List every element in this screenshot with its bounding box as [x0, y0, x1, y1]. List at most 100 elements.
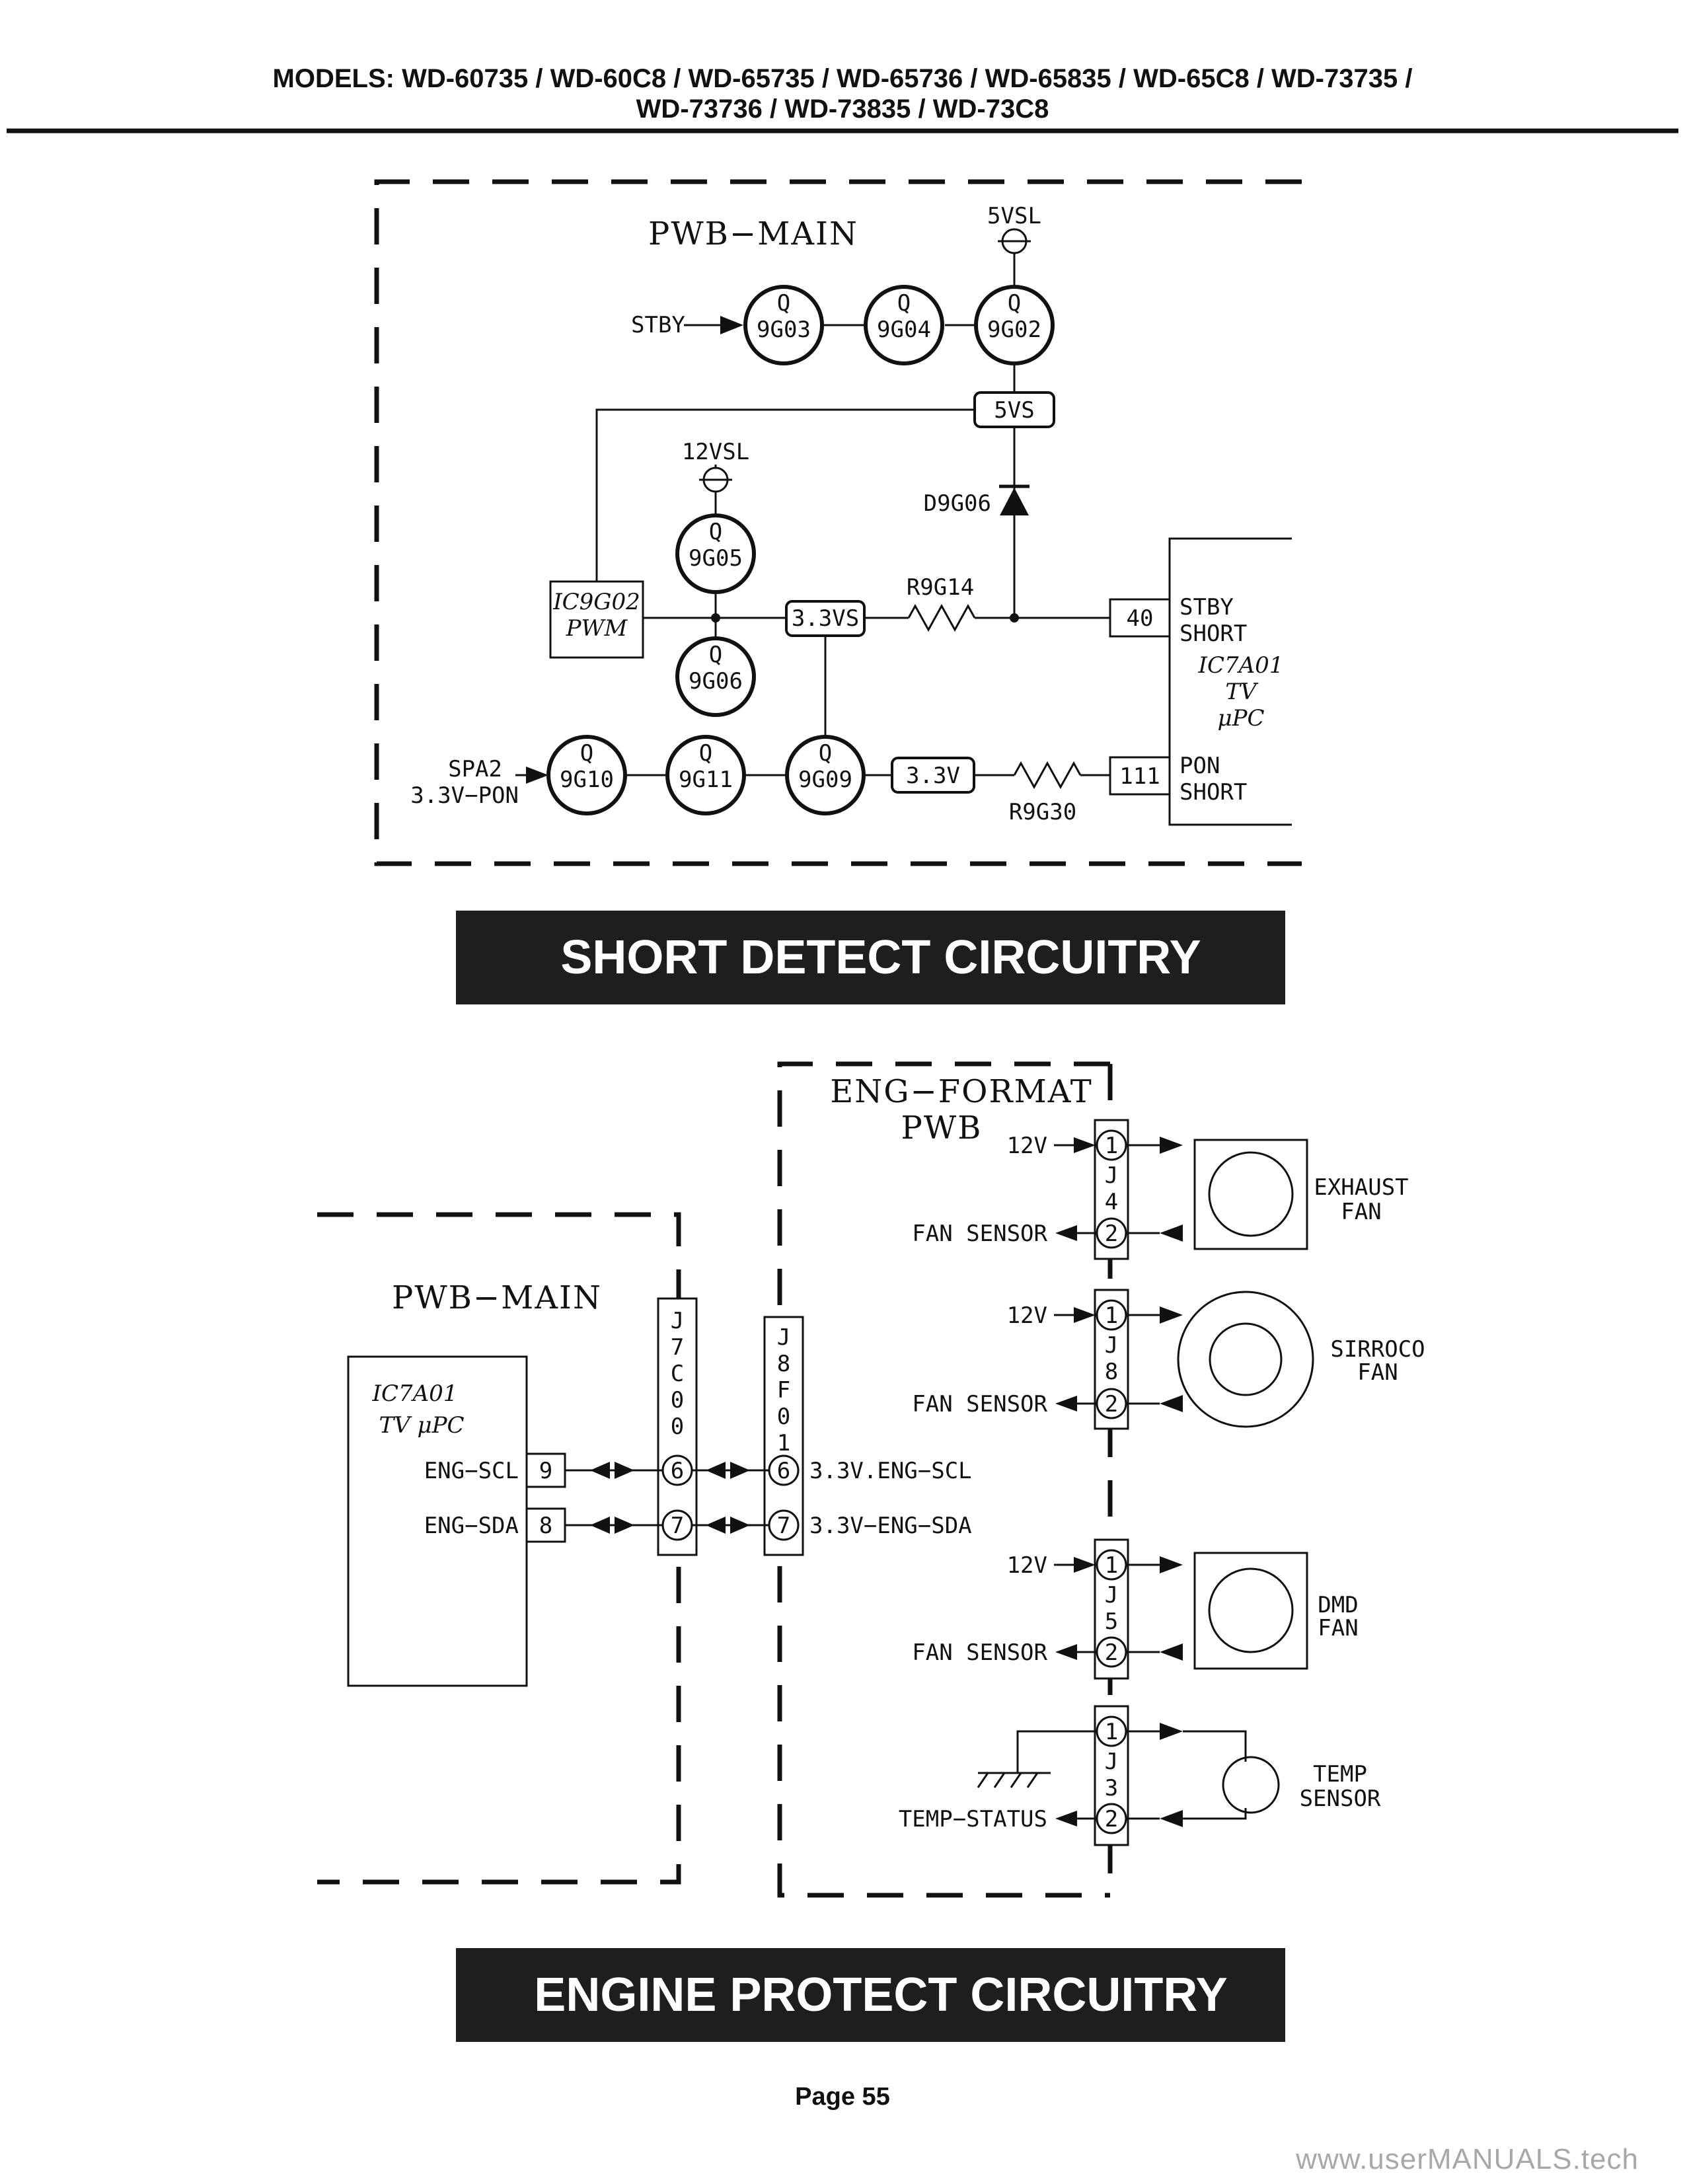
- supply-12vsl-symbol: [699, 465, 732, 515]
- j5-sensor-arrow-icon: [1055, 1644, 1077, 1660]
- transistor-q9g09: Q 9G09: [785, 735, 866, 815]
- j7c00-pin-6-label: 6: [671, 1458, 684, 1484]
- j5-fan-sensor-label: FAN SENSOR: [912, 1639, 1047, 1666]
- models-line-2: WD-73736 / WD-73835 / WD-73C8: [636, 94, 1049, 124]
- dmd-fan-label-2: FAN: [1318, 1615, 1358, 1641]
- pwb-main-dashed-border: [374, 179, 1302, 866]
- j8-in-arrow-icon: [1160, 1395, 1183, 1412]
- bus-scl-bidirectional-arrows: [565, 1462, 769, 1479]
- temp-sensor-icon: [1222, 1756, 1280, 1814]
- ic9g02-pwm-box: [549, 580, 644, 659]
- j8f01-letter: 8: [777, 1351, 790, 1377]
- rail-33v-label: 3.3V: [906, 763, 960, 789]
- svg-text:Q: Q: [699, 740, 712, 767]
- svg-text:9G11: 9G11: [679, 767, 733, 793]
- j4-fan-sensor-label: FAN SENSOR: [912, 1221, 1047, 1247]
- eng-format-pwb-label: PWB: [901, 1110, 983, 1147]
- j5-pin-1-label: 1: [1105, 1552, 1118, 1579]
- j8-pin-1-label: 1: [1105, 1302, 1118, 1329]
- short-detect-title: SHORT DETECT CIRCUITRY: [560, 931, 1201, 984]
- spa2-label: SPA2: [448, 756, 502, 782]
- j4-sensor-arrow-icon: [1055, 1225, 1077, 1241]
- stby-short-line2: SHORT: [1180, 621, 1247, 647]
- j7c00-letter: C: [671, 1361, 684, 1387]
- svg-text:9G02: 9G02: [987, 317, 1041, 343]
- j8f01-letter: 0: [777, 1404, 790, 1430]
- bus-sda-bidirectional-arrows: [565, 1517, 769, 1534]
- j3-letter: 3: [1105, 1775, 1118, 1801]
- stby-short-line1: STBY: [1180, 594, 1234, 621]
- svg-text:9G04: 9G04: [877, 317, 931, 343]
- svg-text:9G06: 9G06: [689, 668, 743, 695]
- ic7a01-tv-upc-label: TV μPC: [379, 1412, 464, 1439]
- supply-12vsl-label: 12VSL: [682, 439, 749, 465]
- stby-arrow-icon: [720, 316, 743, 334]
- j4-pin-1-label: 1: [1105, 1133, 1118, 1159]
- j8f01-letter: J: [777, 1324, 790, 1351]
- j3-letter: J: [1105, 1749, 1118, 1775]
- short-detect-banner: [456, 911, 1285, 1004]
- sirroco-fan-label-2: FAN: [1357, 1359, 1398, 1386]
- diode-d9g06-icon: [999, 484, 1030, 515]
- ic7a01-upc-label: μPC: [1218, 705, 1265, 732]
- j7c00-letter: 7: [671, 1334, 684, 1361]
- transistor-q9g03: Q 9G03: [743, 285, 824, 365]
- j8-pin-2-label: 2: [1105, 1391, 1118, 1417]
- ic7a01-box: [347, 1355, 528, 1687]
- svg-text:Q: Q: [1008, 290, 1021, 317]
- temp-status-label: TEMP−STATUS: [899, 1806, 1047, 1832]
- j7c00-letter: J: [671, 1308, 684, 1334]
- pin-40-label: 40: [1127, 605, 1154, 632]
- svg-text:9G09: 9G09: [798, 767, 852, 793]
- ic7a01-label-2: IC7A01: [372, 1380, 458, 1407]
- j8-12v-label: 12V: [1007, 1302, 1047, 1329]
- pin-8-box: [525, 1507, 566, 1543]
- transistor-q9g02: Q 9G02: [974, 285, 1055, 365]
- pon-short-line2: SHORT: [1180, 779, 1247, 806]
- stby-input-label: STBY: [631, 312, 685, 338]
- j4-in-arrow-icon: [1160, 1224, 1183, 1242]
- signal-scl-label: 3.3V.ENG−SCL: [809, 1458, 972, 1484]
- j8-fan-sensor-label: FAN SENSOR: [912, 1391, 1047, 1417]
- j3-out-wire-2: [1183, 1730, 1247, 1762]
- svg-text:Q: Q: [709, 642, 722, 668]
- rail-33vs-label: 3.3VS: [792, 605, 859, 632]
- dmd-fan-label-1: DMD: [1318, 1592, 1358, 1618]
- pin-111-box: [1109, 756, 1171, 796]
- junction-dot-stby: [1010, 613, 1019, 622]
- j4-12v-label: 12V: [1007, 1133, 1047, 1159]
- j3-pin-1-label: 1: [1105, 1719, 1118, 1745]
- ground-icon: [977, 1730, 1097, 1788]
- sirroco-fan-icon: [1177, 1291, 1314, 1428]
- exhaust-fan-icon: [1193, 1139, 1308, 1250]
- diode-d9g06-label: D9G06: [924, 490, 991, 517]
- signal-sda-label: 3.3V−ENG−SDA: [809, 1513, 972, 1539]
- j4-pin-2-label: 2: [1105, 1221, 1118, 1247]
- pwb-main-label-2: PWB−MAIN: [392, 1279, 602, 1316]
- short-detect-diagram: PWB−MAIN 5VSL STBY Q 9G03 Q 9G04 Q: [374, 179, 1302, 866]
- j7c00-pin-7-label: 7: [671, 1513, 684, 1539]
- models-line-1: MODELS: WD-60735 / WD-60C8 / WD-65735 / …: [273, 64, 1413, 93]
- engine-protect-diagram: PWB−MAIN ENG−FORMAT PWB IC7A01 TV μPC EN…: [317, 1061, 1425, 1898]
- svg-text:Q: Q: [819, 740, 832, 767]
- pwb-main-label: PWB−MAIN: [648, 215, 858, 252]
- supply-5vsl-symbol: [998, 228, 1031, 287]
- svg-text:Q: Q: [709, 519, 722, 545]
- ic7a01-outline: [1168, 537, 1292, 826]
- supply-5vsl-label: 5VSL: [987, 203, 1041, 229]
- j4-12v-arrow-icon: [1074, 1137, 1096, 1153]
- pin-111-label: 111: [1119, 763, 1160, 790]
- j7c00-letter: 0: [671, 1413, 684, 1440]
- transistor-q9g11: Q 9G11: [665, 735, 746, 815]
- ic7a01-label: IC7A01: [1198, 652, 1284, 679]
- j5-out-arrow-icon: [1160, 1556, 1183, 1573]
- j5-12v-arrow-icon: [1074, 1557, 1096, 1573]
- pin-8-label: 8: [539, 1513, 552, 1539]
- eng-scl-label: ENG−SCL: [424, 1458, 519, 1484]
- j8-sensor-arrow-icon: [1055, 1396, 1077, 1412]
- j5-letter: J: [1105, 1582, 1118, 1608]
- transistor-q9g05: Q 9G05: [675, 513, 756, 594]
- j5-letter: 5: [1105, 1608, 1118, 1635]
